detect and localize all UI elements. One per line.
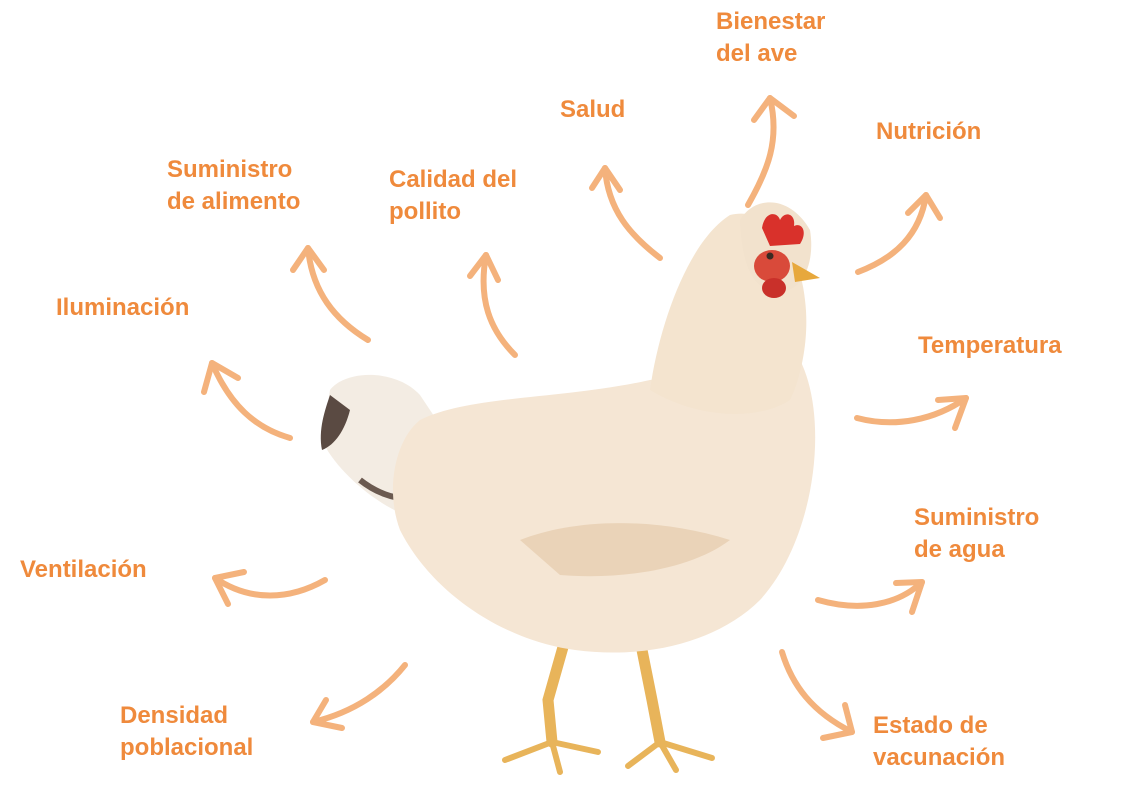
arrow-densidad bbox=[313, 665, 405, 728]
label-temperatura: Temperatura bbox=[918, 330, 1062, 362]
label-iluminacion: Iluminación bbox=[56, 292, 189, 324]
arrow-vacunacion bbox=[782, 652, 852, 738]
arrow-salud bbox=[592, 168, 660, 258]
hen-illustration bbox=[321, 202, 820, 772]
label-nutricion: Nutrición bbox=[876, 116, 981, 148]
arrow-suministro-alimento bbox=[293, 248, 368, 340]
arrow-temperatura bbox=[857, 398, 966, 428]
label-ventilacion: Ventilación bbox=[20, 554, 147, 586]
arrow-bienestar bbox=[748, 98, 794, 205]
arrow-nutricion bbox=[858, 195, 940, 272]
arrow-ventilacion bbox=[215, 572, 325, 604]
arrow-calidad-pollito bbox=[470, 255, 515, 355]
arrow-suministro-agua bbox=[818, 582, 922, 612]
arrow-iluminacion bbox=[204, 363, 290, 438]
label-salud: Salud bbox=[560, 94, 625, 126]
